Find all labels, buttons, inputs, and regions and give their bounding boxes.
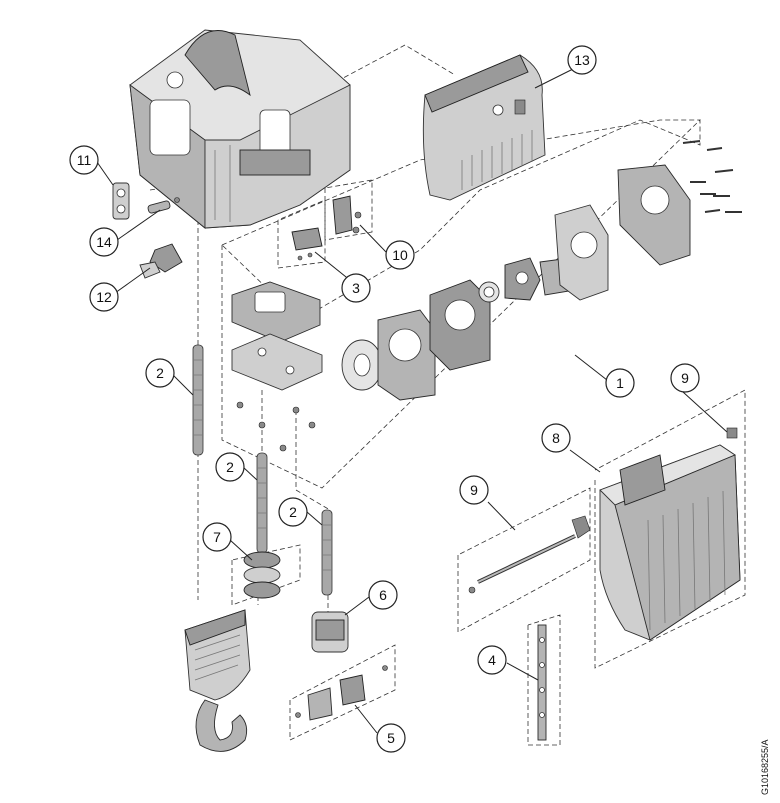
gear-assembly xyxy=(341,164,691,401)
callout-label: 9 xyxy=(681,370,689,386)
callout-label: 1 xyxy=(616,375,624,391)
callout-label: 2 xyxy=(156,365,164,381)
callout-label: 8 xyxy=(552,430,560,446)
callout-2c: 2 xyxy=(278,497,308,527)
callout-2b: 2 xyxy=(215,452,245,482)
callout-6: 6 xyxy=(368,580,398,610)
callout-label: 9 xyxy=(470,482,478,498)
bracket-5 xyxy=(295,665,388,721)
callout-label: 2 xyxy=(226,459,234,475)
callout-label: 3 xyxy=(352,280,360,296)
battery-box xyxy=(599,427,741,641)
load-chains xyxy=(192,344,333,596)
hook-block xyxy=(184,609,251,752)
hoist-housing xyxy=(129,29,351,229)
callout-label: 2 xyxy=(289,504,297,520)
callout-label: 11 xyxy=(77,152,92,168)
connector-part-12 xyxy=(149,243,183,273)
plate-part-11 xyxy=(112,182,130,220)
motor-cover xyxy=(422,54,546,201)
document-id: G10168255/A xyxy=(760,739,770,795)
callout-label: 12 xyxy=(96,289,112,305)
callout-label: 6 xyxy=(379,587,387,603)
pin-part-14 xyxy=(147,200,171,214)
callout-2a: 2 xyxy=(145,358,175,388)
leader-lines xyxy=(96,67,728,734)
callout-4: 4 xyxy=(477,645,507,675)
chain-container-6 xyxy=(311,611,349,653)
callout-14: 14 xyxy=(89,227,119,257)
callout-10: 10 xyxy=(385,240,415,270)
screws xyxy=(682,140,742,213)
callout-label: 10 xyxy=(392,247,408,263)
callout-13: 13 xyxy=(567,45,597,75)
callout-label: 14 xyxy=(96,234,112,250)
strip-part-4 xyxy=(537,624,547,741)
callout-label: 5 xyxy=(387,730,395,746)
callout-12: 12 xyxy=(89,282,119,312)
callout-7: 7 xyxy=(202,522,232,552)
callout-9a: 9 xyxy=(670,363,700,393)
callout-label: 13 xyxy=(574,52,590,68)
callout-label: 7 xyxy=(213,529,221,545)
motor-plates xyxy=(231,281,323,452)
callout-9b: 9 xyxy=(459,475,489,505)
callout-8: 8 xyxy=(541,423,571,453)
rod-assembly xyxy=(468,515,591,594)
left-small-parts xyxy=(112,182,183,279)
callout-5: 5 xyxy=(376,723,406,753)
brackets-3-10 xyxy=(291,195,362,261)
chain-spring-7 xyxy=(243,551,281,599)
callout-1: 1 xyxy=(605,368,635,398)
callout-11: 11 xyxy=(69,145,99,175)
callout-3: 3 xyxy=(341,273,371,303)
callout-label: 4 xyxy=(488,652,496,668)
